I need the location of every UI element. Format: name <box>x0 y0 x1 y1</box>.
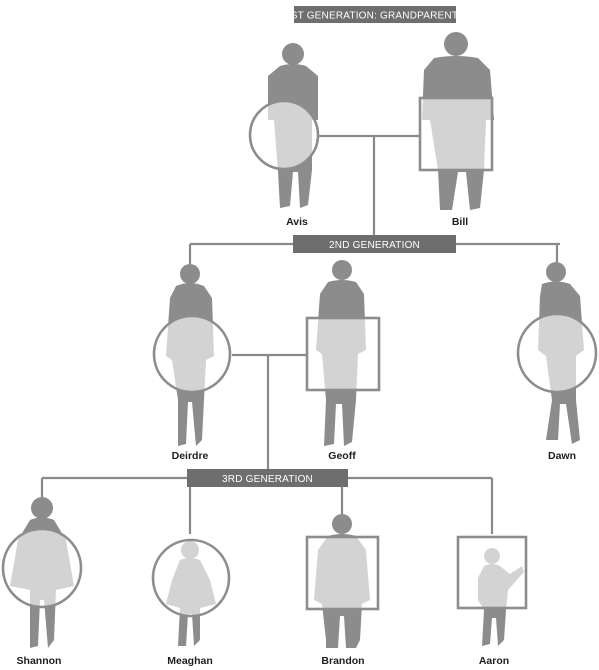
bill-male-symbol <box>418 96 494 172</box>
brandon-male-symbol <box>305 535 380 611</box>
person-deirdre: Deirdre <box>152 264 232 462</box>
second-generation-banner: 2ND GENERATION <box>293 235 456 253</box>
aaron-name: Aaron <box>479 655 509 667</box>
deirdre-name: Deirdre <box>172 450 209 462</box>
person-meaghan: Meaghan <box>151 538 231 667</box>
aaron-male-symbol <box>456 535 528 610</box>
meaghan-female-symbol <box>151 538 231 618</box>
third-generation-label: 3RD GENERATION <box>222 474 313 485</box>
brandon-name: Brandon <box>321 655 364 667</box>
deirdre-female-symbol <box>152 314 232 394</box>
avis-female-symbol <box>248 99 320 171</box>
person-shannon: Shannon <box>1 497 83 667</box>
person-bill: Bill <box>418 32 494 228</box>
first-generation-label: 1ST GENERATION: GRANDPARENTS <box>285 11 465 22</box>
person-avis: Avis <box>248 43 320 228</box>
third-generation-banner: 3RD GENERATION <box>187 469 348 487</box>
avis-name: Avis <box>286 216 308 228</box>
person-geoff: Geoff <box>305 260 381 462</box>
dawn-name: Dawn <box>548 450 576 462</box>
person-brandon: Brandon <box>305 514 380 667</box>
person-aaron: Aaron <box>456 535 528 667</box>
first-generation-banner: 1ST GENERATION: GRANDPARENTS <box>285 6 465 23</box>
shannon-name: Shannon <box>17 655 62 667</box>
dawn-female-symbol <box>516 312 598 394</box>
shannon-female-symbol <box>1 527 83 609</box>
bill-name: Bill <box>452 216 468 228</box>
geoff-name: Geoff <box>328 450 356 462</box>
second-generation-label: 2ND GENERATION <box>329 240 420 251</box>
person-dawn: Dawn <box>516 262 598 462</box>
geoff-male-symbol <box>305 316 381 392</box>
meaghan-name: Meaghan <box>167 655 213 667</box>
